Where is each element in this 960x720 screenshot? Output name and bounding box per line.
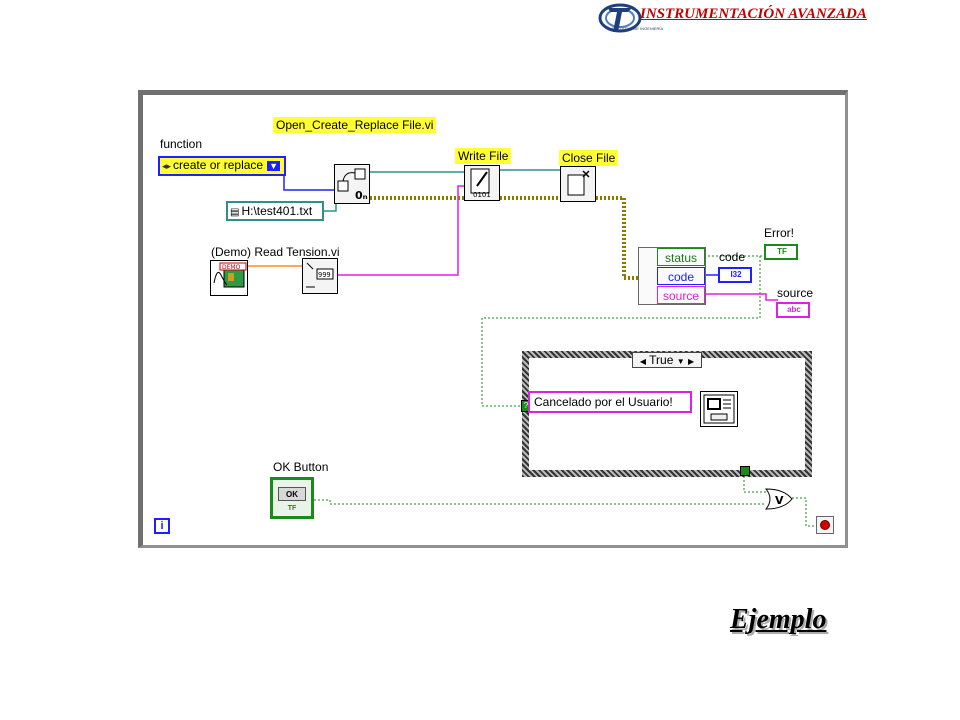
unbundle-status[interactable]: status (657, 248, 705, 266)
path-value: H:\test401.txt (241, 204, 313, 218)
unbundle-by-name[interactable]: status code source (638, 247, 706, 305)
write-file-label: Write File (455, 148, 512, 164)
close-file-icon (567, 170, 590, 196)
close-file-node[interactable] (560, 166, 596, 202)
footer-title: Ejemplo (730, 604, 827, 635)
ring-increment-icon[interactable]: ◂▸ (162, 161, 172, 171)
message-constant[interactable]: Cancelado por el Usuario! (528, 391, 692, 413)
logo-caption: FACULTAD DE INGENIERÍA (612, 26, 664, 31)
format-icon: 999 (306, 262, 334, 288)
demo-badge: DEMO (222, 264, 241, 271)
case-selector[interactable]: ◀ True ▼ ▶ (632, 352, 702, 368)
case-output-tunnel[interactable] (740, 466, 750, 476)
ok-text: OK (278, 487, 306, 501)
source-indicator[interactable]: abc (776, 302, 810, 318)
or-gate-icon[interactable]: V (764, 488, 794, 510)
ok-type: TF (287, 505, 297, 512)
header-title: INSTRUMENTACIÓN AVANZADA (640, 6, 867, 22)
case-next-icon[interactable]: ▶ (687, 357, 695, 366)
daq-demo-icon: DEMO (213, 262, 247, 288)
format-digits: 999 (318, 271, 331, 279)
faculty-logo-icon (598, 3, 642, 33)
case-prev-icon[interactable]: ◀ (639, 357, 647, 366)
write-file-icon: 0101 (470, 168, 491, 199)
iteration-terminal[interactable]: i (154, 518, 170, 534)
ok-button-label: OK Button (273, 460, 329, 474)
dialog-icon (703, 394, 735, 424)
read-tension-node[interactable]: DEMO (210, 260, 248, 296)
path-icon: ▤ (230, 207, 240, 218)
write-glyph: 0101 (473, 191, 491, 199)
function-ring-value: create or replace (173, 158, 264, 172)
open-file-node[interactable]: 0ₙ (334, 164, 370, 204)
unbundle-code[interactable]: code (657, 267, 705, 285)
loop-condition-terminal[interactable] (816, 516, 834, 534)
error-indicator[interactable]: TF (764, 244, 798, 260)
case-structure[interactable] (522, 351, 812, 477)
open-terminal-glyph: 0ₙ (355, 189, 368, 202)
open-vi-label: Open_Create_Replace File.vi (273, 117, 437, 133)
ok-button-terminal[interactable]: OK TF (270, 477, 314, 519)
close-file-label: Close File (559, 150, 619, 166)
error-type: TF (777, 247, 787, 256)
dropdown-arrow-icon[interactable]: ▼ (267, 161, 281, 171)
function-label: function (160, 137, 203, 151)
open-file-icon: 0ₙ (337, 168, 368, 202)
case-selector-value: True (649, 353, 674, 367)
path-constant[interactable]: ▤H:\test401.txt (226, 201, 324, 221)
stop-icon (820, 520, 830, 530)
unbundle-source[interactable]: source (657, 286, 705, 304)
write-file-node[interactable]: 0101 (464, 165, 500, 201)
or-glyph: V (775, 494, 784, 507)
one-button-dialog-node[interactable] (700, 391, 738, 427)
code-type: I32 (730, 270, 742, 279)
source-indicator-label: source (777, 286, 814, 300)
function-ring[interactable]: ◂▸create or replace▼ (158, 156, 286, 176)
read-tension-label: (Demo) Read Tension.vi (211, 245, 340, 259)
source-type: abc (787, 305, 801, 314)
error-indicator-label: Error! (764, 226, 794, 240)
code-indicator-label: code (719, 250, 746, 264)
code-indicator[interactable]: I32 (718, 267, 752, 283)
case-dropdown-icon[interactable]: ▼ (676, 357, 685, 366)
format-node[interactable]: 999 (302, 258, 338, 294)
